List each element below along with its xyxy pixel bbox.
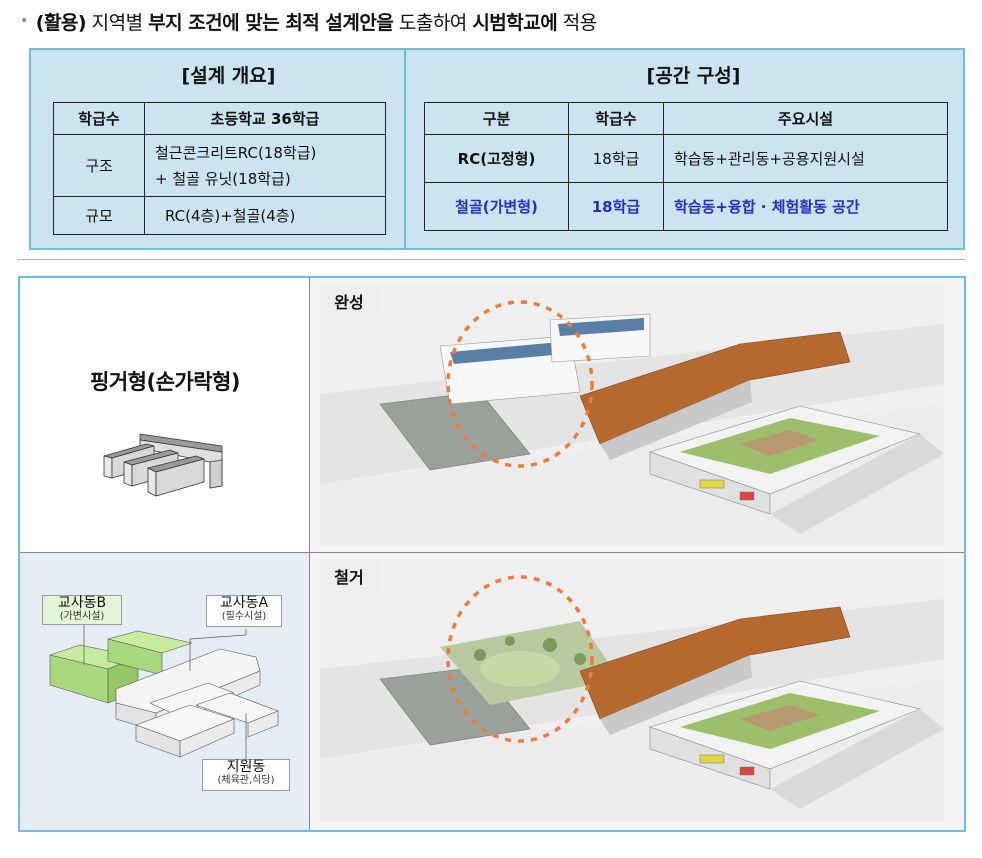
building-b-name: 교사동B [57,595,107,611]
column-header: 학급수 [568,102,664,135]
summary-panel: [설계 개요] 학급수 초등학교 36학급 구조 철근콘크리트RC(18학급) … [29,48,965,250]
table-row: 학급수 초등학교 36학급 [53,102,386,135]
table-header-row: 구분 학급수 주요시설 [424,102,948,135]
column-header: 구분 [424,102,569,135]
building-diagram-cell: 교사동B (가변시설) 교사동A (필수시설) 지원동 (체육관,식당) [20,553,310,830]
support-building-callout: 지원동 (체육관,식당) [202,759,290,791]
building-b-desc: (가변시설) [59,611,105,623]
classes-cell: 18학급 [568,134,664,183]
column-header: 주요시설 [663,102,948,135]
divider [17,259,965,260]
finger-building-icon [103,433,223,497]
headline-emphasis: 부지 조건에 맞는 최적 설계안을 [148,11,394,34]
structure-line-1: 철근콘크리트RC(18학급) [155,143,317,162]
table-row: 규모 RC(4층)+철골(4층) [53,196,386,235]
support-building-name: 지원동 [226,759,266,775]
building-mass-diagram [49,623,279,761]
type-cell: RC(고정형) [424,134,569,183]
row-label: 규모 [53,196,145,235]
building-a-desc: (필수시설) [221,611,267,623]
headline-emphasis: 시범학교에 [472,11,558,34]
design-overview-table: 학급수 초등학교 36학급 구조 철근콘크리트RC(18학급) + 철골 유닛(… [53,102,386,235]
finger-type-title: 핑거형(손가락형) [90,370,240,394]
headline-tag: (활용) [35,11,87,34]
space-composition-title: [공간 구성] [646,65,741,87]
headline-text: 지역별 [86,11,149,34]
headline-text: 적용 [557,11,597,34]
building-a-name: 교사동A [219,595,269,611]
table-row-highlight: 철골(가변형) 18학급 학습동+융합 · 체험활동 공간 [424,182,948,231]
classes-cell: 18학급 [568,182,664,231]
bullet: • [20,13,28,29]
layout-panel: 핑거형(손가락형) [18,276,966,832]
facilities-cell: 학습동+관리동+공용지원시설 [663,134,948,183]
design-overview-section: [설계 개요] 학급수 초등학교 36학급 구조 철근콘크리트RC(18학급) … [31,50,406,248]
space-composition-section: [공간 구성] 구분 학급수 주요시설 RC(고정형) 18학급 학습동+관리동… [406,50,963,248]
facilities-cell: 학습동+융합 · 체험활동 공간 [663,182,948,231]
type-cell: 철골(가변형) [424,182,569,231]
completed-rendering-cell: 완성 [310,278,964,553]
completed-label: 완성 [320,284,378,318]
demolished-rendering-cell: 철거 [310,553,964,830]
completed-campus-rendering [320,284,944,546]
building-a-callout: 교사동A (필수시설) [206,595,282,627]
row-label: 구조 [53,134,145,197]
table-row: RC(고정형) 18학급 학습동+관리동+공용지원시설 [424,134,948,183]
space-composition-table: 구분 학급수 주요시설 RC(고정형) 18학급 학습동+관리동+공용지원시설 … [424,102,948,231]
headline-text: 도출하여 [393,11,473,34]
finger-type-cell: 핑거형(손가락형) [20,278,310,553]
design-overview-title: [설계 개요] [181,65,276,87]
row-label: 학급수 [53,102,145,135]
demolished-campus-rendering [320,559,944,821]
row-value: RC(4층)+철골(4층) [144,196,386,235]
row-value: 초등학교 36학급 [144,102,386,135]
demolished-label: 철거 [320,559,378,593]
building-b-callout: 교사동B (가변시설) [42,595,122,625]
headline: • (활용) 지역별 부지 조건에 맞는 최적 설계안을 도출하여 시범학교에 … [20,6,597,36]
structure-line-2: + 철골 유닛(18학급) [155,169,291,188]
row-value: 철근콘크리트RC(18학급) + 철골 유닛(18학급) [144,134,386,197]
table-row: 구조 철근콘크리트RC(18학급) + 철골 유닛(18학급) [53,134,386,197]
support-building-desc: (체육관,식당) [217,775,275,787]
